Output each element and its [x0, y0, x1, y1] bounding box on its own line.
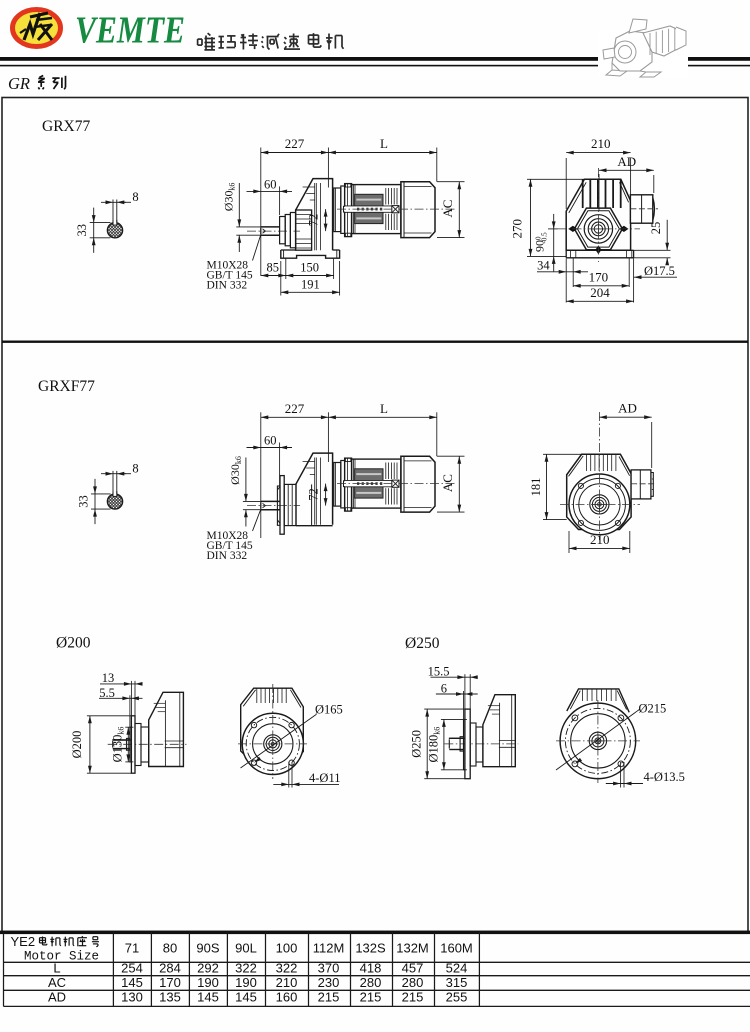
svg-text:6: 6 [441, 682, 447, 696]
svg-text:230: 230 [318, 975, 340, 990]
svg-text:M10X28: M10X28 [207, 530, 249, 542]
svg-text:270: 270 [510, 219, 525, 239]
svg-text:215: 215 [318, 990, 340, 1005]
svg-text:227: 227 [285, 401, 305, 416]
svg-text:112M: 112M [313, 941, 345, 956]
svg-text:210: 210 [276, 975, 298, 990]
svg-text:4-Ø11: 4-Ø11 [309, 771, 340, 785]
svg-text:AD: AD [618, 401, 637, 416]
svg-text:280: 280 [360, 975, 382, 990]
svg-text:GRX77: GRX77 [42, 118, 90, 135]
svg-text:AC: AC [48, 975, 66, 990]
svg-text:80: 80 [163, 941, 177, 956]
svg-text:524: 524 [446, 961, 468, 976]
svg-text:AD: AD [617, 154, 636, 169]
svg-text:GB/T 145: GB/T 145 [207, 540, 253, 552]
svg-text:60: 60 [264, 177, 277, 191]
svg-text:322: 322 [235, 961, 257, 976]
svg-text:GB/T 145: GB/T 145 [207, 270, 253, 282]
svg-text:210: 210 [591, 136, 611, 151]
svg-text:25: 25 [649, 222, 663, 235]
svg-text:215: 215 [360, 990, 382, 1005]
svg-text:215: 215 [402, 990, 424, 1005]
svg-text:170: 170 [589, 270, 609, 285]
svg-text:210: 210 [590, 532, 610, 547]
svg-text:72: 72 [307, 214, 321, 227]
svg-text:370: 370 [318, 961, 340, 976]
svg-text:13: 13 [102, 671, 115, 685]
svg-text:L: L [380, 401, 388, 416]
svg-text:71: 71 [125, 941, 139, 956]
svg-text:204: 204 [590, 285, 610, 300]
svg-text:60: 60 [264, 434, 277, 448]
svg-text:VEMTE: VEMTE [75, 10, 185, 52]
svg-text:191: 191 [301, 277, 320, 291]
svg-text:315: 315 [446, 975, 468, 990]
svg-text:90S: 90S [196, 941, 219, 956]
svg-text:292: 292 [197, 961, 219, 976]
svg-text:150: 150 [300, 260, 319, 274]
svg-text:900-0.5: 900-0.5 [533, 232, 549, 252]
svg-text:227: 227 [285, 136, 305, 151]
svg-text:YE2: YE2 [11, 934, 36, 949]
svg-text:Ø130k6: Ø130k6 [111, 727, 126, 763]
svg-text:145: 145 [235, 990, 257, 1005]
svg-text:AC: AC [440, 200, 455, 218]
svg-text:Ø250: Ø250 [410, 730, 424, 758]
svg-text:90L: 90L [235, 941, 257, 956]
svg-text:72: 72 [307, 488, 321, 501]
svg-text:M10X28: M10X28 [207, 260, 249, 272]
svg-text:AD: AD [48, 990, 66, 1005]
svg-text:170: 170 [159, 975, 181, 990]
svg-text:132S: 132S [355, 941, 386, 956]
svg-text:5.5: 5.5 [99, 686, 115, 700]
svg-text:160M: 160M [440, 941, 473, 956]
svg-text:145: 145 [197, 990, 219, 1005]
svg-text:L: L [380, 136, 388, 151]
svg-text:255: 255 [446, 990, 468, 1005]
svg-text:Ø250: Ø250 [405, 635, 440, 652]
svg-text:DIN 332: DIN 332 [207, 550, 248, 562]
svg-text:100: 100 [276, 941, 298, 956]
svg-text:85: 85 [267, 260, 280, 274]
svg-text:160: 160 [276, 990, 298, 1005]
svg-text:Ø215: Ø215 [639, 702, 667, 716]
svg-text:280: 280 [402, 975, 424, 990]
svg-text:Ø180k6: Ø180k6 [426, 727, 441, 763]
svg-text:GRXF77: GRXF77 [38, 378, 95, 395]
svg-text:Ø165: Ø165 [315, 703, 343, 717]
svg-text:Ø200: Ø200 [56, 635, 91, 652]
svg-text:34: 34 [537, 259, 550, 273]
svg-text:457: 457 [402, 961, 424, 976]
svg-text:33: 33 [75, 224, 89, 237]
svg-text:135: 135 [159, 990, 181, 1005]
svg-text:DIN 332: DIN 332 [207, 280, 248, 292]
svg-text:4-Ø13.5: 4-Ø13.5 [644, 770, 685, 784]
svg-text:254: 254 [121, 961, 143, 976]
svg-text:33: 33 [77, 495, 91, 508]
svg-text:181: 181 [529, 478, 543, 497]
svg-text:8: 8 [132, 461, 138, 475]
svg-text:Motor Size: Motor Size [24, 950, 99, 964]
svg-text:132M: 132M [396, 941, 429, 956]
svg-text:L: L [53, 961, 60, 976]
svg-text:284: 284 [159, 961, 181, 976]
svg-text:190: 190 [197, 975, 219, 990]
svg-text:190: 190 [235, 975, 257, 990]
svg-text:418: 418 [360, 961, 382, 976]
svg-text:8: 8 [132, 190, 138, 204]
svg-text:322: 322 [276, 961, 298, 976]
svg-text:15.5: 15.5 [428, 664, 450, 678]
svg-text:Ø200: Ø200 [70, 731, 84, 759]
svg-text:Ø17.5: Ø17.5 [644, 264, 675, 278]
svg-text:GR: GR [8, 74, 30, 93]
svg-text:130: 130 [121, 990, 143, 1005]
svg-text:AC: AC [440, 474, 455, 492]
svg-text:145: 145 [121, 975, 143, 990]
